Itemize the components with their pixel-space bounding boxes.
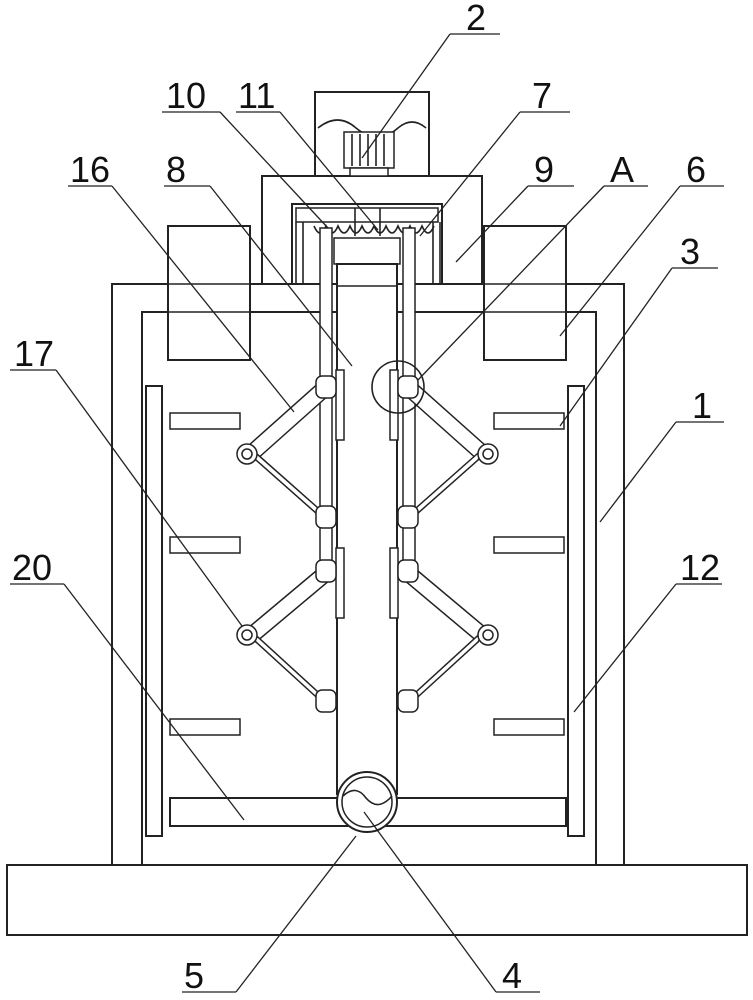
bearing-break-line: [342, 789, 393, 806]
label-8: 8: [166, 149, 186, 190]
right-baffle: [493, 412, 565, 430]
left-collar: [315, 375, 337, 399]
leader-a: [417, 185, 605, 381]
label-7: 7: [532, 75, 552, 116]
label-6: 6: [686, 149, 706, 190]
right-collar: [397, 559, 419, 583]
leader-9: [455, 185, 529, 263]
label-16: 16: [70, 149, 110, 190]
central-shaft: [336, 263, 398, 795]
left-collar: [315, 559, 337, 583]
base-plate: [6, 864, 748, 936]
left-collar: [315, 689, 337, 713]
hinge-joint-inner: [241, 448, 253, 460]
right-baffle: [493, 536, 565, 554]
label-a: A: [610, 149, 634, 190]
right-plate-upper: [389, 369, 399, 441]
leader-20: [63, 583, 245, 821]
hinge-joint-inner: [241, 629, 253, 641]
label-4: 4: [502, 955, 522, 996]
label-2: 2: [466, 0, 486, 38]
right-collar: [397, 375, 419, 399]
label-11: 11: [238, 75, 275, 116]
drive-box-inner: [333, 237, 401, 265]
left-baffle: [169, 536, 241, 554]
right-plate-lower: [389, 547, 399, 619]
label-20: 20: [12, 547, 52, 588]
label-17: 17: [14, 333, 54, 374]
label-10: 10: [166, 75, 206, 116]
leader-2: [361, 33, 451, 159]
left-baffle: [169, 718, 241, 736]
leader-17: [55, 369, 243, 627]
leader-8: [209, 185, 353, 367]
leader-11: [279, 111, 379, 231]
right-collar: [397, 505, 419, 529]
hinge-joint-inner: [482, 629, 494, 641]
left-collar: [315, 505, 337, 529]
leader-3: [559, 267, 673, 427]
leader-5: [235, 835, 357, 993]
leader-16: [111, 185, 295, 413]
label-1: 1: [692, 385, 712, 426]
right-baffle: [493, 718, 565, 736]
leader-6: [559, 185, 681, 337]
label-9: 9: [534, 149, 554, 190]
label-3: 3: [680, 231, 700, 272]
right-scraper-wall: [567, 385, 585, 837]
gear-frame-top: [295, 207, 439, 223]
label-5: 5: [184, 955, 204, 996]
leader-10: [219, 111, 329, 229]
hinge-joint-inner: [482, 448, 494, 460]
shaft-coupling: [349, 167, 389, 177]
left-top-bracket: [167, 225, 251, 361]
left-baffle: [169, 412, 241, 430]
label-12: 12: [680, 547, 720, 588]
right-collar: [397, 689, 419, 713]
leader-12: [573, 583, 677, 713]
left-plate-upper: [335, 369, 345, 441]
bottom-bearing-inner: [341, 776, 393, 828]
leader-1: [599, 421, 677, 523]
left-scraper-wall: [145, 385, 163, 837]
left-plate-lower: [335, 547, 345, 619]
right-top-bracket: [483, 225, 567, 361]
detail-circle-a: [371, 360, 425, 414]
leader-4: [363, 811, 497, 993]
leader-7: [419, 111, 521, 237]
